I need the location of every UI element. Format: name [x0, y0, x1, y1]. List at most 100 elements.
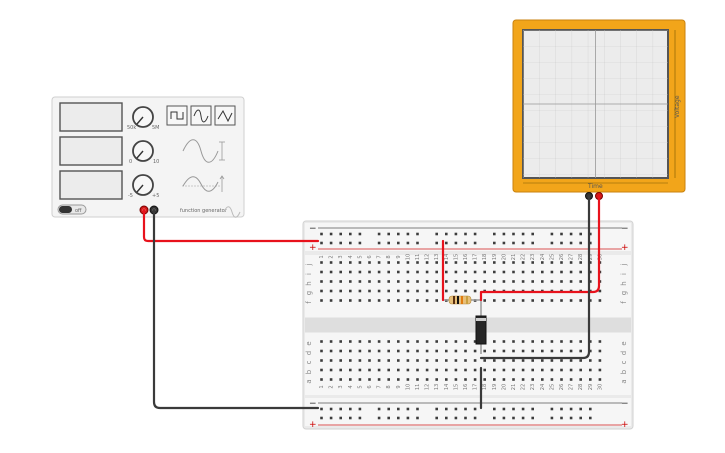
- terminal-hole[interactable]: [483, 270, 486, 274]
- power-rail-hole[interactable]: [454, 416, 458, 420]
- terminal-hole[interactable]: [454, 289, 458, 293]
- terminal-hole[interactable]: [454, 280, 458, 283]
- power-rail-hole[interactable]: [320, 407, 323, 411]
- terminal-hole[interactable]: [368, 359, 371, 362]
- terminal-hole[interactable]: [493, 340, 496, 343]
- terminal-hole[interactable]: [320, 349, 323, 353]
- terminal-hole[interactable]: [521, 270, 525, 274]
- terminal-hole[interactable]: [416, 289, 419, 293]
- red-wire-generator[interactable]: [142, 208, 320, 243]
- power-rail-hole[interactable]: [435, 232, 438, 236]
- terminal-hole[interactable]: [339, 340, 342, 343]
- terminal-hole[interactable]: [502, 368, 506, 372]
- terminal-hole[interactable]: [397, 359, 400, 362]
- terminal-hole[interactable]: [579, 299, 582, 302]
- terminal-hole[interactable]: [358, 289, 362, 293]
- terminal-hole[interactable]: [579, 280, 582, 283]
- terminal-hole[interactable]: [435, 340, 438, 343]
- terminal-hole[interactable]: [560, 359, 563, 362]
- terminal-hole[interactable]: [368, 261, 371, 264]
- power-rail-hole[interactable]: [387, 241, 390, 245]
- terminal-hole[interactable]: [358, 378, 362, 381]
- power-rail-hole[interactable]: [406, 232, 410, 236]
- power-rail-hole[interactable]: [406, 407, 410, 411]
- terminal-hole[interactable]: [416, 261, 419, 264]
- terminal-hole[interactable]: [387, 261, 390, 264]
- terminal-hole[interactable]: [445, 378, 448, 381]
- terminal-hole[interactable]: [329, 289, 333, 293]
- terminal-hole[interactable]: [454, 378, 458, 381]
- power-rail-hole[interactable]: [377, 232, 381, 236]
- power-rail-hole[interactable]: [445, 232, 448, 236]
- terminal-hole[interactable]: [512, 270, 515, 274]
- power-rail-hole[interactable]: [531, 407, 534, 411]
- terminal-hole[interactable]: [377, 299, 381, 302]
- black-wire-scope[interactable]: [479, 194, 591, 360]
- terminal-hole[interactable]: [483, 299, 486, 302]
- power-rail-hole[interactable]: [358, 232, 362, 236]
- terminal-hole[interactable]: [541, 270, 544, 274]
- terminal-hole[interactable]: [454, 270, 458, 274]
- terminal-hole[interactable]: [406, 261, 410, 264]
- terminal-hole[interactable]: [320, 289, 323, 293]
- terminal-hole[interactable]: [512, 340, 515, 343]
- power-rail-hole[interactable]: [329, 241, 333, 245]
- power-rail-hole[interactable]: [406, 416, 410, 420]
- terminal-hole[interactable]: [368, 349, 371, 353]
- terminal-hole[interactable]: [589, 261, 592, 264]
- power-rail-hole[interactable]: [358, 407, 362, 411]
- terminal-hole[interactable]: [550, 349, 554, 353]
- power-rail-hole[interactable]: [473, 232, 477, 236]
- terminal-hole[interactable]: [569, 378, 573, 381]
- sine-wave-button[interactable]: [190, 105, 212, 126]
- terminal-hole[interactable]: [406, 270, 410, 274]
- terminal-hole[interactable]: [531, 299, 534, 302]
- power-rail-hole[interactable]: [320, 416, 323, 420]
- terminal-hole[interactable]: [483, 280, 486, 283]
- terminal-hole[interactable]: [368, 270, 371, 274]
- terminal-hole[interactable]: [579, 368, 582, 372]
- power-rail-hole[interactable]: [464, 407, 467, 411]
- power-rail-hole[interactable]: [320, 241, 323, 245]
- terminal-hole[interactable]: [416, 378, 419, 381]
- terminal-hole[interactable]: [464, 368, 467, 372]
- power-rail-hole[interactable]: [464, 416, 467, 420]
- power-rail-hole[interactable]: [377, 241, 381, 245]
- terminal-hole[interactable]: [560, 340, 563, 343]
- power-rail-hole[interactable]: [521, 416, 525, 420]
- power-rail-hole[interactable]: [502, 232, 506, 236]
- terminal-hole[interactable]: [445, 261, 448, 264]
- terminal-hole[interactable]: [387, 378, 390, 381]
- power-rail-hole[interactable]: [387, 407, 390, 411]
- terminal-hole[interactable]: [464, 340, 467, 343]
- terminal-hole[interactable]: [560, 299, 563, 302]
- terminal-hole[interactable]: [377, 359, 381, 362]
- terminal-hole[interactable]: [320, 378, 323, 381]
- terminal-hole[interactable]: [339, 349, 342, 353]
- terminal-hole[interactable]: [349, 299, 352, 302]
- terminal-hole[interactable]: [464, 270, 467, 274]
- power-rail-hole[interactable]: [387, 232, 390, 236]
- power-rail-hole[interactable]: [502, 416, 506, 420]
- terminal-hole[interactable]: [435, 289, 438, 293]
- terminal-hole[interactable]: [397, 340, 400, 343]
- terminal-hole[interactable]: [531, 280, 534, 283]
- terminal-hole[interactable]: [521, 368, 525, 372]
- power-rail-hole[interactable]: [416, 416, 419, 420]
- terminal-hole[interactable]: [589, 378, 592, 381]
- diode[interactable]: [475, 300, 487, 354]
- terminal-hole[interactable]: [569, 270, 573, 274]
- power-rail-hole[interactable]: [493, 407, 496, 411]
- terminal-hole[interactable]: [541, 378, 544, 381]
- terminal-hole[interactable]: [579, 270, 582, 274]
- terminal-hole[interactable]: [521, 378, 525, 381]
- power-rail-hole[interactable]: [589, 241, 592, 245]
- terminal-hole[interactable]: [569, 280, 573, 283]
- power-rail-hole[interactable]: [521, 232, 525, 236]
- terminal-hole[interactable]: [425, 280, 429, 283]
- terminal-hole[interactable]: [598, 349, 602, 353]
- terminal-hole[interactable]: [435, 299, 438, 302]
- terminal-hole[interactable]: [406, 368, 410, 372]
- terminal-hole[interactable]: [425, 289, 429, 293]
